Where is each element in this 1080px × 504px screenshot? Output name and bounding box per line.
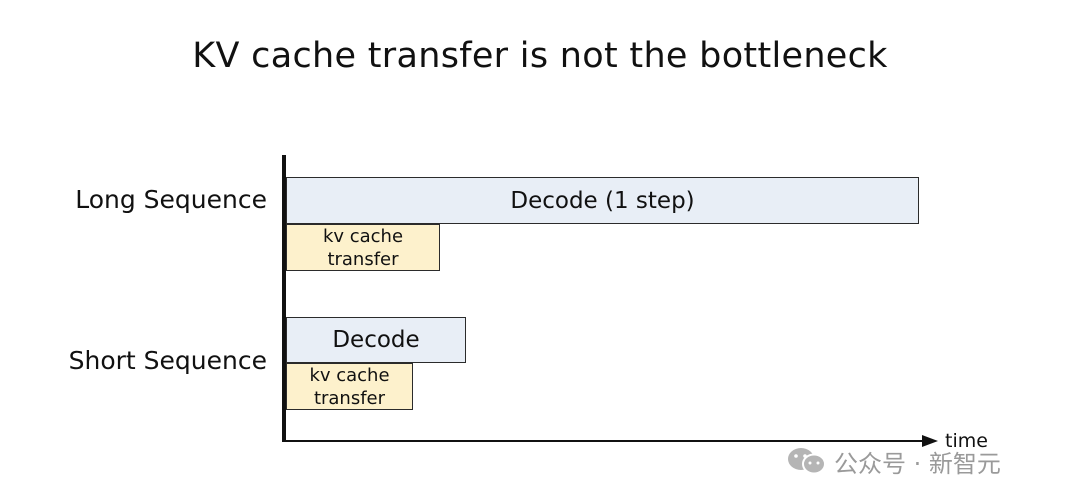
diagram-title: KV cache transfer is not the bottleneck — [192, 36, 888, 76]
watermark-text: 公众号 · 新智元 — [834, 449, 1001, 478]
long-decode-bar: Decode (1 step) — [286, 177, 919, 224]
long-kv-label-line1: kv cache — [322, 225, 404, 247]
row-label-long-sequence: Long Sequence — [75, 185, 267, 214]
long-kv-label-line2: transfer — [327, 248, 399, 270]
time-axis-arrow-icon — [922, 435, 938, 447]
wechat-icon — [788, 448, 826, 475]
time-axis-label: time — [945, 430, 988, 452]
y-axis-line — [282, 155, 286, 442]
row-label-short-sequence: Short Sequence — [68, 346, 267, 375]
short-kv-label-line1: kv cache — [309, 364, 390, 386]
short-kv-transfer-bar: kv cache transfer — [286, 363, 413, 410]
short-kv-label-line2: transfer — [313, 387, 386, 409]
long-decode-label: Decode (1 step) — [510, 187, 695, 214]
watermark: 公众号 · 新智元 — [786, 446, 1001, 478]
short-decode-bar: Decode — [286, 317, 466, 363]
long-kv-transfer-bar: kv cache transfer — [286, 224, 440, 271]
time-axis-line — [282, 440, 924, 442]
short-decode-label: Decode — [332, 327, 420, 353]
